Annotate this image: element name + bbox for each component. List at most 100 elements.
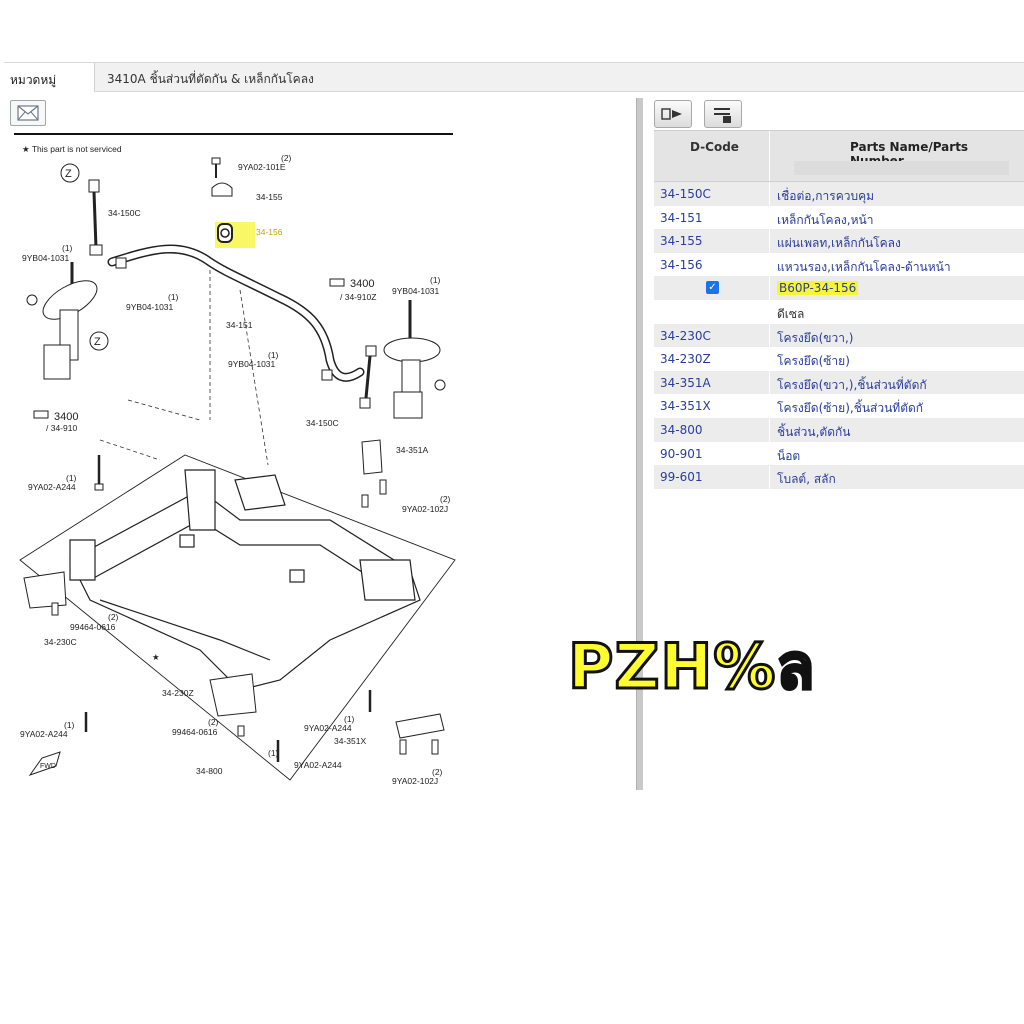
not-serviced-note: ★ This part is not serviced <box>22 144 122 154</box>
svg-text:34-156: 34-156 <box>256 227 283 237</box>
bracket-34-230c[interactable] <box>23 571 67 616</box>
svg-text:9YA02-A244: 9YA02-A244 <box>294 760 342 770</box>
svg-text:(2): (2) <box>208 717 219 727</box>
panel-splitter[interactable] <box>636 98 643 790</box>
dcode-cell[interactable]: 34-230C <box>660 328 711 343</box>
svg-text:9YB04-1031: 9YB04-1031 <box>228 359 276 369</box>
bracket-34-351a[interactable] <box>361 439 387 508</box>
forward-arrow-icon: FWD <box>28 751 61 776</box>
table-row[interactable]: 34-351A โครงยึด(ขวา,),ชิ้นส่วนที่ตัดกั <box>654 370 1024 395</box>
plate-34-155[interactable] <box>211 182 233 197</box>
svg-text:(2): (2) <box>108 612 119 622</box>
part-name-cell[interactable]: โบลต์, สลัก <box>777 472 836 487</box>
part-name-cell[interactable]: เหล็กกันโคลง,หน้า <box>777 212 874 227</box>
svg-text:Z: Z <box>65 168 72 180</box>
part-name-cell[interactable]: โครงยึด(ซ้าย),ชิ้นส่วนที่ตัดกั <box>777 401 924 416</box>
control-link-left[interactable]: Z <box>60 163 103 256</box>
crossmember-34-800[interactable] <box>69 469 421 691</box>
header-dcode: D-Code <box>654 131 770 181</box>
expand-icon <box>661 108 682 120</box>
table-header: D-Code Parts Name/Parts Number <box>654 130 1024 182</box>
part-name-cell[interactable]: น็อต <box>777 448 801 463</box>
bolt-9ya02-a244-a[interactable] <box>94 455 104 491</box>
category-label: หมวดหมู่ <box>10 73 57 87</box>
part-name-cell[interactable]: ชิ้นส่วน,ตัดกัน <box>777 424 851 439</box>
part-name-cell[interactable]: เชื่อต่อ,การควบคุม <box>777 189 875 203</box>
svg-text:34-230Z: 34-230Z <box>162 688 194 698</box>
svg-text:9YB04-1031: 9YB04-1031 <box>392 286 440 296</box>
envelope-icon <box>17 105 39 121</box>
table-row[interactable]: 34-156 แหวนรอง,เหล็กกันโคลง-ด้านหน้า <box>654 252 1024 277</box>
svg-text:(1): (1) <box>268 748 279 758</box>
dcode-cell[interactable]: 90-901 <box>660 446 703 461</box>
table-body: 34-150C เชื่อต่อ,การควบคุม 34-151 เหล็กกันโ… <box>654 182 1024 489</box>
frame-box <box>19 454 456 781</box>
table-row[interactable]: 34-150C เชื่อต่อ,การควบคุม <box>654 182 1024 206</box>
part-name-cell[interactable]: โครงยึด(ขวา,),ชิ้นส่วนที่ตัดกั <box>777 377 927 392</box>
svg-text:99464-0616: 99464-0616 <box>70 622 116 632</box>
bracket-34-230z[interactable] <box>209 673 257 737</box>
strut-left[interactable] <box>26 262 103 380</box>
svg-text:9YA02-102J: 9YA02-102J <box>392 776 438 786</box>
svg-text:34-351X: 34-351X <box>334 736 366 746</box>
dcode-cell[interactable]: 99-601 <box>660 470 703 485</box>
svg-text:34-800: 34-800 <box>196 766 223 776</box>
bracket-34-351x[interactable] <box>395 713 445 755</box>
email-button[interactable] <box>10 100 46 126</box>
part-name-cell[interactable]: แผ่นเพลท,เหล็กกันโคลง <box>777 236 901 251</box>
svg-text:(1): (1) <box>62 243 73 253</box>
dcode-cell[interactable]: 34-351X <box>660 399 711 414</box>
svg-text:(1): (1) <box>430 275 441 285</box>
table-row[interactable]: 34-230Z โครงยึด(ซ้าย) <box>654 347 1024 371</box>
bolt-9ya02-101e[interactable] <box>211 157 221 178</box>
svg-text:(2): (2) <box>432 767 443 777</box>
category-title: 3410A ชิ้นส่วนที่ตัดกัน & เหล็กกันโคลง <box>107 72 314 86</box>
dcode-cell[interactable]: 34-151 <box>660 210 703 225</box>
svg-text:(2): (2) <box>281 153 292 163</box>
control-link-right[interactable] <box>359 345 377 409</box>
expand-button[interactable] <box>654 100 692 128</box>
strut-right[interactable] <box>383 300 446 419</box>
table-row[interactable]: 34-151 เหล็กกันโคลง,หน้า <box>654 205 1024 230</box>
svg-text:34-230C: 34-230C <box>44 637 77 647</box>
table-row[interactable]: 99-601 โบลต์, สลัก <box>654 465 1024 489</box>
svg-text:(1): (1) <box>168 292 179 302</box>
dcode-cell[interactable]: 34-155 <box>660 234 703 249</box>
table-row[interactable]: 34-351X โครงยึด(ซ้าย),ชิ้นส่วนที่ตัดกั <box>654 394 1024 418</box>
svg-text:(1): (1) <box>64 720 75 730</box>
svg-text:9YA02-101E: 9YA02-101E <box>238 162 286 172</box>
svg-text:/ 34-910: / 34-910 <box>46 423 77 433</box>
table-row[interactable]: ✓ B60P-34-156 <box>654 276 1024 300</box>
part-number-cell[interactable]: B60P-34-156 <box>777 281 859 296</box>
dcode-cell[interactable]: 34-230Z <box>660 352 711 367</box>
parts-table: D-Code Parts Name/Parts Number 34-150C เช… <box>654 130 1024 489</box>
highlighted-part-number[interactable]: B60P-34-156 <box>777 281 859 296</box>
dcode-cell[interactable]: 34-800 <box>660 422 703 437</box>
svg-text:3400: 3400 <box>54 411 78 423</box>
dcode-cell[interactable]: 34-150C <box>660 187 711 201</box>
svg-text:9YA02-A244: 9YA02-A244 <box>304 723 352 733</box>
part-name-cell[interactable]: แหวนรอง,เหล็กกันโคลง-ด้านหน้า <box>777 259 951 274</box>
bushing-34-156[interactable] <box>217 223 233 243</box>
part-name-cell[interactable]: โครงยึด(ขวา,) <box>777 330 854 345</box>
table-row[interactable]: 90-901 น็อต <box>654 441 1024 466</box>
table-row[interactable]: ดีเซล <box>654 299 1024 324</box>
part-name-cell[interactable]: โครงยึด(ซ้าย) <box>777 354 850 369</box>
list-button[interactable] <box>704 100 742 128</box>
svg-text:9YA02-A244: 9YA02-A244 <box>28 482 76 492</box>
dcode-cell[interactable]: 34-351A <box>660 375 711 390</box>
row-checkbox[interactable]: ✓ <box>706 281 719 295</box>
parts-diagram: ★ This part is not serviced Z 34-150C (2… <box>14 133 456 786</box>
category-header: หมวดหมู่ 3410A ชิ้นส่วนที่ตัดกัน & เหล็ก… <box>4 62 1024 93</box>
svg-text:9YB04-1031: 9YB04-1031 <box>126 302 174 312</box>
dcode-cell[interactable]: 34-156 <box>660 257 703 272</box>
table-row[interactable]: 34-230C โครงยึด(ขวา,) <box>654 323 1024 348</box>
part-name-cell[interactable]: ดีเซล <box>777 306 805 321</box>
svg-text:9YB04-1031: 9YB04-1031 <box>22 253 70 263</box>
table-row[interactable]: 34-155 แผ่นเพลท,เหล็กกันโคลง <box>654 229 1024 253</box>
svg-text:(2): (2) <box>440 494 451 504</box>
svg-text:34-151: 34-151 <box>226 320 253 330</box>
table-row[interactable]: 34-800 ชิ้นส่วน,ตัดกัน <box>654 417 1024 442</box>
svg-text:FWD: FWD <box>40 763 56 770</box>
svg-text:/ 34-910Z: / 34-910Z <box>340 292 376 302</box>
